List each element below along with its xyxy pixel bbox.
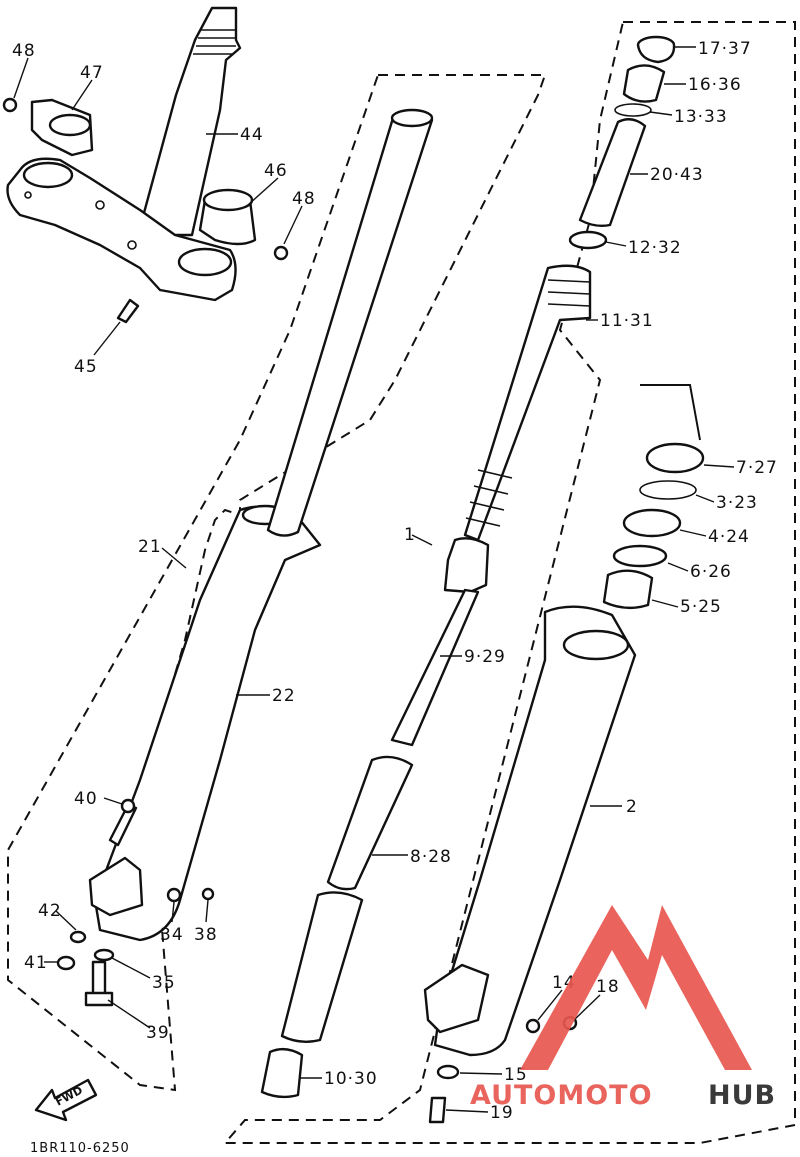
callout-44: 44 xyxy=(240,125,264,145)
damper-rod-top xyxy=(443,537,490,594)
fork-cap-parts xyxy=(568,35,676,250)
spring-coils xyxy=(465,279,591,527)
callout-48-right: 48 xyxy=(292,189,316,209)
seal-parts xyxy=(602,442,705,610)
bolt-39-shank xyxy=(91,960,107,997)
left-fork-group-outline xyxy=(7,74,547,1092)
callout-6-26: 6·26 xyxy=(690,562,732,582)
group-outlines xyxy=(7,21,796,1144)
spacer-20 xyxy=(578,118,647,228)
clamp-46-bore xyxy=(202,188,254,212)
clamp-47-bore xyxy=(48,113,92,137)
dust-seal-7 xyxy=(645,442,705,474)
stem-thread xyxy=(193,29,236,55)
right-outer-tube-assembly xyxy=(423,605,637,1124)
callout-20-43: 20·43 xyxy=(650,165,704,185)
under-bracket-right-bore xyxy=(177,247,233,277)
oil-seal-4 xyxy=(622,508,682,538)
cap-17-body xyxy=(636,44,676,64)
callout-19: 19 xyxy=(490,1103,514,1123)
diagram-code: 1BR110-6250 xyxy=(30,1141,130,1156)
callout-21: 21 xyxy=(138,537,162,557)
bracket-hole xyxy=(95,200,105,210)
callout-46: 46 xyxy=(264,161,288,181)
spacer-tube xyxy=(280,891,364,1043)
callout-8-28: 8·28 xyxy=(410,847,452,867)
left-outer-tube-assembly xyxy=(56,504,322,1007)
washer-34 xyxy=(166,887,182,903)
callout-2: 2 xyxy=(626,797,638,817)
nut-41 xyxy=(56,955,76,971)
clip-3 xyxy=(639,480,697,500)
damper-rod-9 xyxy=(390,588,480,747)
callout-22: 22 xyxy=(272,686,296,706)
callout-34: 34 xyxy=(160,925,184,945)
nut-38 xyxy=(201,887,215,901)
bolt-45 xyxy=(116,298,140,324)
callout-1: 1 xyxy=(404,525,416,545)
callout-48-left: 48 xyxy=(12,41,36,61)
callout-47: 47 xyxy=(80,63,104,83)
washer-42 xyxy=(69,930,87,944)
cap-bolt-16 xyxy=(622,64,666,103)
oil-lock-piece-10 xyxy=(260,1047,304,1099)
spring-upper xyxy=(463,264,592,542)
washer-6 xyxy=(612,544,668,568)
spring-8 xyxy=(326,755,414,891)
seat-12 xyxy=(568,230,608,250)
bolt-48-left xyxy=(2,97,18,113)
bolt-19 xyxy=(428,1096,447,1124)
watermark-text-secondary: HUB xyxy=(708,1080,776,1111)
callout-11-31: 11·31 xyxy=(600,311,654,331)
outer-tube-right xyxy=(433,605,637,1057)
callout-5-25: 5·25 xyxy=(680,597,722,617)
bolt-39-head xyxy=(84,991,114,1007)
fwd-arrow-shape xyxy=(34,1078,98,1122)
callout-39: 39 xyxy=(146,1023,170,1043)
bolt-48-right xyxy=(273,245,289,261)
right-axle-holder xyxy=(423,963,490,1034)
washer-35 xyxy=(93,948,115,962)
callout-42: 42 xyxy=(38,901,62,921)
callout-10-30: 10·30 xyxy=(324,1069,378,1089)
callout-3-23: 3·23 xyxy=(716,493,758,513)
washer-14 xyxy=(525,1018,541,1034)
callout-40: 40 xyxy=(74,789,98,809)
seal-subgroup-bracket xyxy=(640,384,701,441)
bracket-hole xyxy=(127,240,137,250)
callout-41: 41 xyxy=(24,953,48,973)
left-axle-holder xyxy=(88,856,144,917)
inner-tube-assembly xyxy=(260,108,592,1099)
outer-tube-right-mouth xyxy=(562,629,630,661)
callout-7-27: 7·27 xyxy=(736,458,778,478)
bolt-40-head xyxy=(120,798,136,814)
leader-lines xyxy=(13,46,735,1113)
callout-13-33: 13·33 xyxy=(674,107,728,127)
under-bracket-left-bore xyxy=(22,161,74,189)
watermark-logo: AUTOMOTO HUB xyxy=(470,905,776,1111)
callout-16-36: 16·36 xyxy=(688,75,742,95)
callout-35: 35 xyxy=(152,973,176,993)
callout-38: 38 xyxy=(194,925,218,945)
callout-18: 18 xyxy=(596,977,620,997)
callout-12-32: 12·32 xyxy=(628,238,682,258)
fwd-arrow: FWD xyxy=(34,1078,98,1122)
steering-stem-assembly xyxy=(2,6,289,324)
right-fork-group-outline xyxy=(222,21,796,1144)
slide-bushing-5 xyxy=(602,569,654,610)
watermark-text-primary: AUTOMOTO xyxy=(470,1080,653,1111)
inner-tube-top xyxy=(390,108,434,128)
bracket-hole xyxy=(24,191,32,199)
callout-45: 45 xyxy=(74,357,98,377)
callout-4-24: 4·24 xyxy=(708,527,750,547)
washer-15 xyxy=(436,1064,460,1080)
bolt-40 xyxy=(108,803,138,847)
callout-17-37: 17·37 xyxy=(698,39,752,59)
watermark-logo-mark xyxy=(520,905,752,1070)
callout-9-29: 9·29 xyxy=(464,647,506,667)
o-ring-13 xyxy=(614,103,652,117)
